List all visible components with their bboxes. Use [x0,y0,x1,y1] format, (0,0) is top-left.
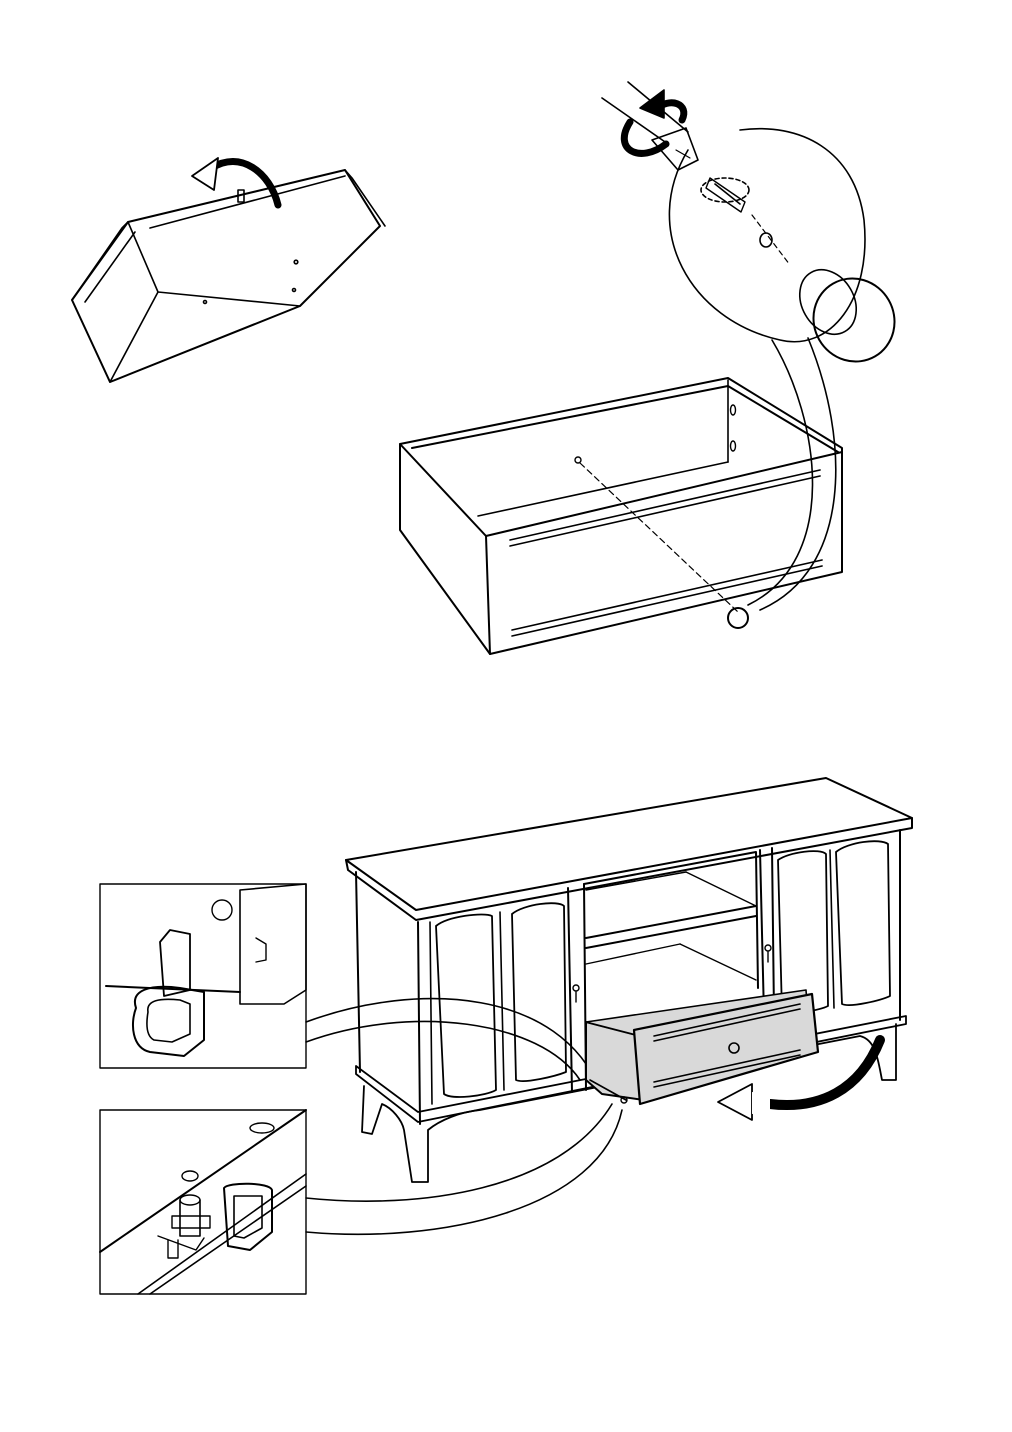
screwdriver-rotate-icon [601,81,699,171]
push-arrow-icon [717,1035,885,1121]
drawer-inserting [585,989,820,1106]
detail-leader-bottom [305,1103,613,1202]
callout-leader-line [747,339,814,606]
knob-part [798,269,896,363]
drawer-knob [727,607,749,629]
drawer-flipped [71,169,386,383]
knob-detail-callout [668,127,896,363]
insert-arrow-icon [579,462,739,613]
callout-leader-line-outer [759,337,837,611]
rotate-arrow-icon [191,157,282,209]
detail-leader-top-inner [305,1020,581,1081]
screw-part [700,177,750,213]
detail-box-top [99,883,307,1069]
drawer-box [399,377,843,655]
detail-leader-top [305,997,601,1091]
detail-box-bottom [99,1109,307,1295]
sideboard [345,777,913,1183]
detail-leader-bottom-inner [305,1109,623,1236]
